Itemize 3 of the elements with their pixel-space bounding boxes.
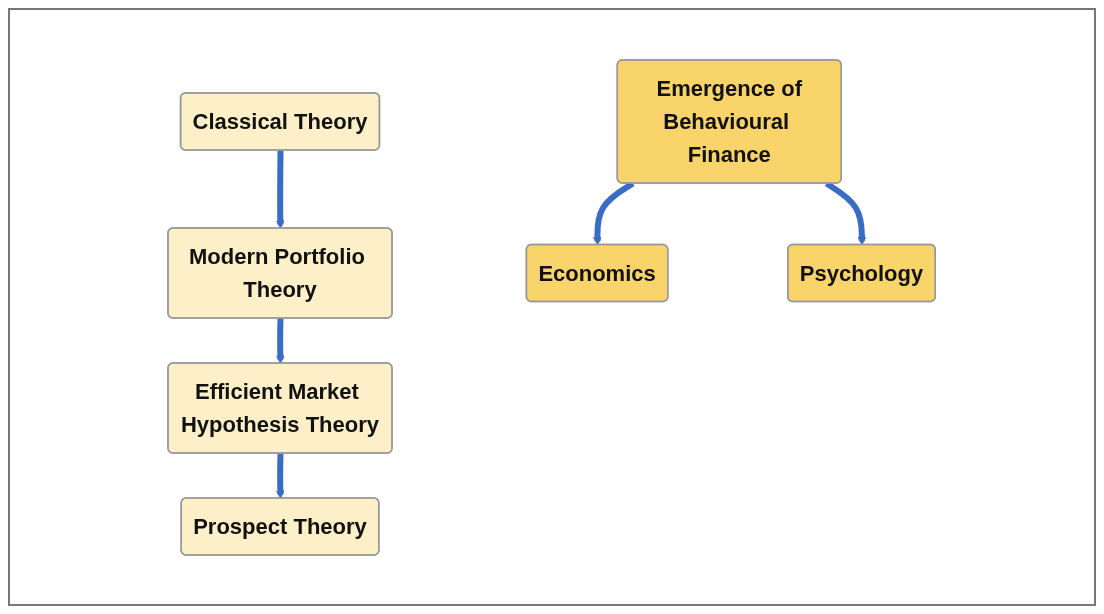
- arrow: [276, 149, 286, 229]
- arrow: [276, 317, 286, 364]
- arrow: [276, 452, 286, 499]
